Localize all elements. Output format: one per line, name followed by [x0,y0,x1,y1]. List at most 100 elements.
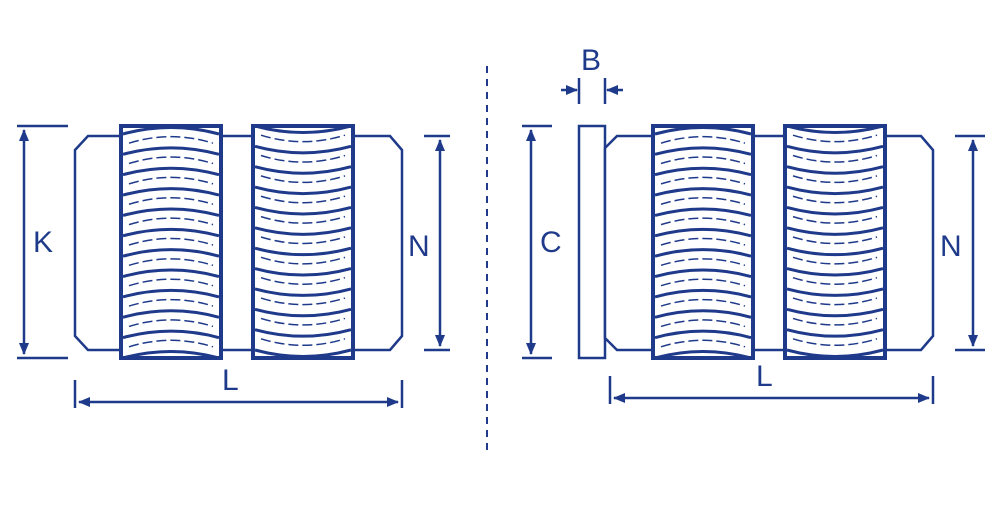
knurl-groove [792,134,878,143]
knurl-groove [660,278,746,287]
knurl-groove [128,319,214,328]
knurl-groove [260,236,346,245]
knurl-ridge [122,227,220,238]
knurl-ridge [786,287,884,297]
knurl-ridge [654,288,752,299]
knurl-groove [792,276,878,285]
knurl-groove [660,298,746,307]
knurl-ridge [122,207,220,217]
right-knurl-band-1 [651,124,755,360]
knurl-ridge [254,307,352,318]
knurl-groove [660,339,746,348]
knurl-groove [128,217,214,226]
knurl-ridge [654,329,752,340]
knurl-ridge [254,165,352,175]
knurl-groove [260,154,346,163]
knurl-ridge [254,328,352,338]
knurl-ridge [786,307,884,318]
knurl-groove [660,237,746,246]
knurl-ridge [654,207,752,217]
dimension-l-left: L [73,364,404,408]
label-c: C [540,226,562,259]
knurl-ridge [654,309,752,319]
knurl-groove [128,156,214,165]
knurl-ridge [786,206,884,216]
knurl-groove [792,297,878,306]
knurl-groove [128,197,214,205]
knurl-groove [792,317,878,326]
knurl-groove [792,215,878,224]
knurl-ridge [654,146,752,156]
knurl-groove [260,175,346,184]
knurl-groove [660,197,746,205]
knurl-ridge [254,206,352,216]
knurl-ridge [654,227,752,238]
knurl-groove [660,156,746,165]
knurl-groove [792,236,878,245]
knurl-ridge [786,246,884,257]
knurl-ridge [786,144,884,155]
label-n-left: N [408,230,430,263]
knurl-groove [660,135,746,144]
knurl-groove [128,339,214,348]
knurl-ridge [786,124,884,134]
knurl-ridge [654,126,752,136]
knurl-groove [792,256,878,265]
knurl-ridge [786,165,884,175]
knurl-ridge [254,144,352,155]
left-figure: K N L [17,124,450,408]
knurl-ridge [122,166,220,177]
knurl-groove [660,176,746,185]
knurl-ridge [122,187,220,197]
knurl-groove [260,297,346,306]
right-flange [577,124,607,360]
knurl-groove [128,135,214,144]
knurl-groove [792,338,878,347]
dimension-n-right: N [940,134,985,352]
knurl-ridge [122,329,220,340]
knurl-groove [260,338,346,347]
knurl-ridge [254,287,352,297]
knurl-ridge [654,187,752,197]
knurl-ridge [786,267,884,277]
knurl-ridge [786,226,884,236]
dimension-k: K [17,124,68,360]
knurl-groove [792,154,878,163]
knurl-ridge [254,124,352,134]
knurl-groove [260,134,346,143]
knurl-ridge [122,350,220,360]
knurl-ridge [122,288,220,299]
knurl-groove [260,317,346,326]
knurl-ridge [654,268,752,278]
dimension-b: B [561,44,623,104]
knurl-ridge [654,166,752,177]
knurl-ridge [122,146,220,156]
knurl-ridge [122,126,220,136]
knurl-groove [128,176,214,185]
knurl-groove [260,276,346,285]
knurl-ridge [254,226,352,236]
knurl-ridge [786,348,884,358]
knurl-ridge [786,185,884,196]
right-figure: B C N L [522,44,985,404]
knurl-groove [260,215,346,224]
knurl-ridge [122,248,220,258]
knurl-groove [792,175,878,184]
knurl-ridge [254,348,352,358]
knurl-ridge [254,185,352,196]
knurl-groove [128,298,214,307]
knurl-groove [260,195,346,204]
label-l-right: L [756,360,773,393]
knurl-groove [660,217,746,226]
knurl-groove [660,319,746,328]
knurl-ridge [254,246,352,257]
left-knurl-band-1 [119,124,223,360]
knurl-groove [660,258,746,267]
label-l-left: L [222,364,239,397]
label-k: K [33,226,53,259]
right-knurl-band-2 [783,124,887,360]
label-n-right: N [940,230,962,263]
left-knurl-band-2 [251,124,355,360]
knurl-ridge [786,328,884,338]
